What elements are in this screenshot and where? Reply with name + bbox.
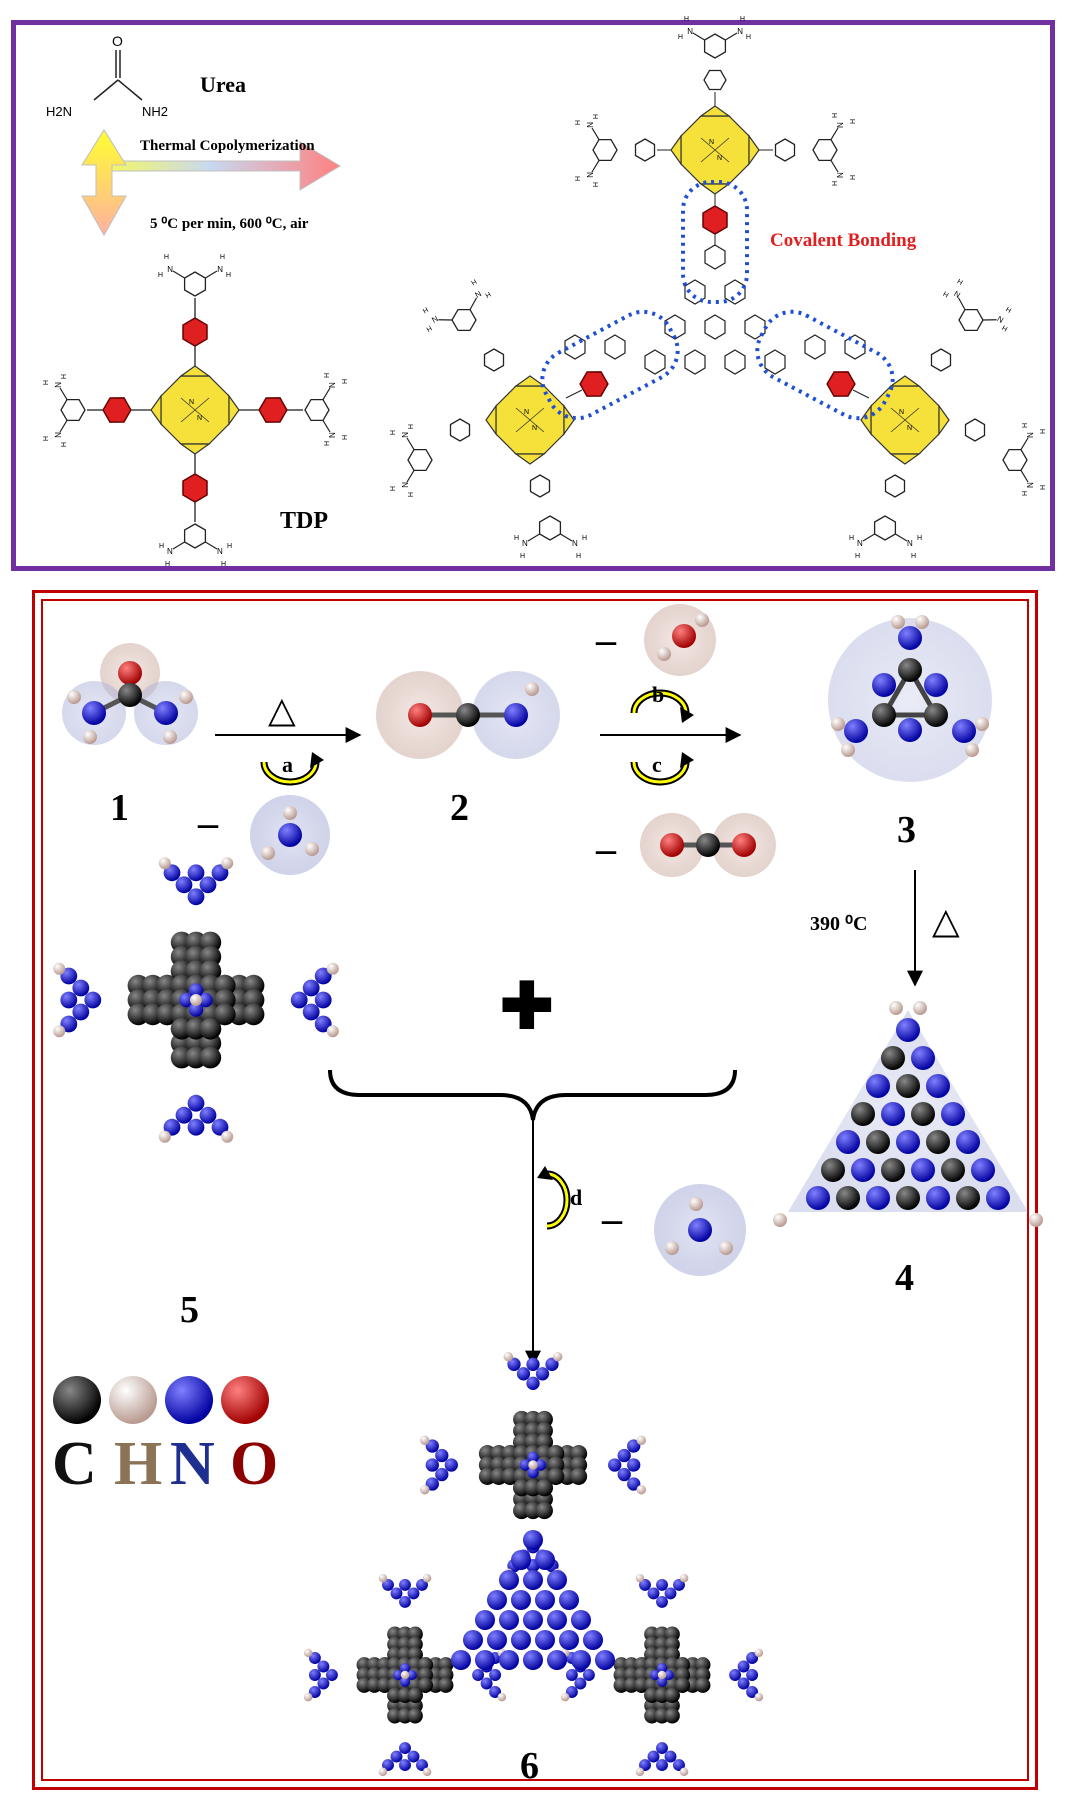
tdp-structure bbox=[40, 251, 350, 569]
bottom-panel bbox=[32, 590, 1038, 1790]
urea-label: Urea bbox=[200, 72, 246, 97]
top-scheme: N N H H H H N N O H2N NH2 Urea bbox=[40, 13, 1048, 569]
covalent-outline-left bbox=[540, 309, 680, 421]
tdp-label: TDP bbox=[280, 508, 328, 534]
urea-nh2: NH2 bbox=[142, 104, 168, 119]
copolymer-structure bbox=[387, 13, 1048, 561]
arrow-bottom-text: 5 ⁰C per min, 600 ⁰C, air bbox=[150, 216, 309, 232]
covalent-bonding-label: Covalent Bonding bbox=[770, 230, 917, 251]
urea-o-atom: O bbox=[112, 33, 123, 49]
urea-structure: O H2N NH2 bbox=[46, 33, 168, 119]
urea-h2n: H2N bbox=[46, 104, 72, 119]
arrow-top-text: Thermal Copolymerization bbox=[140, 138, 315, 154]
covalent-outline-right bbox=[755, 309, 895, 421]
thermal-arrow bbox=[81, 129, 341, 237]
top-panel bbox=[11, 20, 1055, 571]
